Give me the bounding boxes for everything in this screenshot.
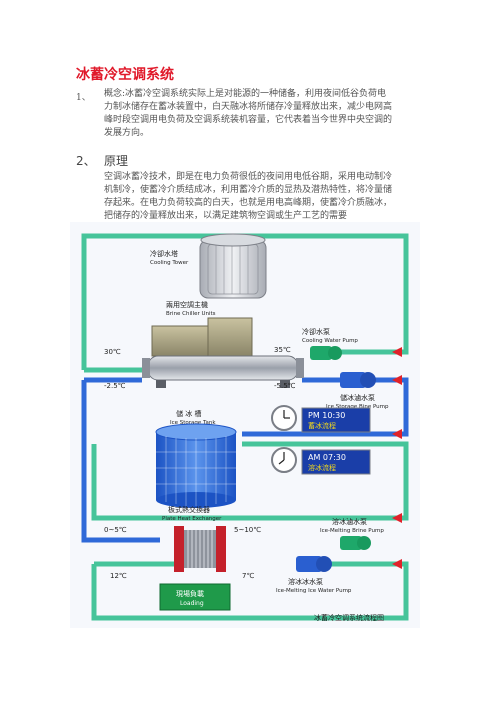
melt-water-pump-cn: 溶冰冰水泵	[288, 577, 323, 586]
temp-minus-2-5: -2.5℃	[104, 382, 126, 390]
para-line: 把储存的冷量释放出来，以满足建筑物空调或生产工艺的需要	[104, 211, 348, 221]
ice-melting-brine-pump	[340, 536, 371, 550]
para-line: 概念:冰蓄冷空调系统实际上是对能源的一种储备，利用夜间低谷负荷电	[104, 89, 387, 99]
para-line: 发展方向。	[104, 128, 150, 138]
temp-0-5: 0~5℃	[104, 526, 127, 534]
diagram-caption: 冰蓄冷空调系统流程图	[314, 613, 384, 622]
temp-35: 35℃	[274, 346, 291, 354]
flow-arrows	[392, 347, 402, 569]
doc-title: 冰蓄冷空调系统	[76, 67, 174, 83]
melt-brine-pump-cn: 溶冰滷水泵	[332, 517, 367, 526]
flow-arrow	[392, 347, 402, 357]
section-2-heading: 原理	[104, 154, 129, 168]
para-line: 机制冷，使蓄冷介质结成冰，利用蓄冷介质的显热及潜热特性，将冷量储	[104, 185, 393, 195]
ice-melting-water-pump	[296, 556, 332, 572]
tank-en: Ice Storage Tank	[170, 420, 216, 426]
chiller-unit	[142, 317, 304, 388]
cooling-tower-en: Cooling Tower	[150, 260, 189, 266]
section-2-paragraph: 空调冰蓄冷技术，即是在电力负荷很低的夜间用电低谷期，采用电动制冷 机制冷，使蓄冷…	[104, 171, 392, 223]
cw-pump-en: Cooling Water Pump	[302, 338, 358, 344]
ice-storage-brine-pump	[340, 372, 376, 388]
chiller-en: Brine Chiller Units	[166, 311, 216, 317]
clock-pm	[271, 405, 371, 433]
brine-pump-cn: 儲冰滷水泵	[340, 393, 375, 402]
loading-cn: 現場負載	[176, 589, 204, 598]
temp-5-10: 5~10℃	[234, 526, 261, 534]
para-line: 峰时段空调用电负荷及空调系统装机容量，它代表着当今世界中央空调的	[104, 115, 393, 125]
ice-storage-tank	[155, 423, 237, 508]
para-line: 存起来。在电力负荷较高的白天，也就是用电高峰期，使蓄冷介质融冰，	[104, 198, 393, 208]
cw-pump-cn: 冷卻水泵	[302, 327, 330, 336]
temp-30: 30℃	[104, 348, 121, 356]
plate-heat-exchanger	[174, 526, 226, 572]
flow-arrow	[392, 375, 402, 385]
flow-arrow	[392, 429, 402, 439]
flow-arrow	[392, 559, 402, 569]
cooling-tower	[199, 233, 267, 299]
hx-cn: 板式熱交換器	[168, 505, 210, 514]
loading-box	[159, 583, 231, 611]
para-line: 空调冰蓄冷技术，即是在电力负荷很低的夜间用电低谷期，采用电动制冷	[104, 172, 393, 182]
flow-arrow	[392, 513, 402, 523]
temp-minus-5-5: -5.5℃	[274, 382, 296, 390]
clock-pm-label: 蓄冰流程	[308, 421, 336, 430]
section-1-number: 1、	[76, 93, 91, 103]
section-2-number: 2、	[76, 154, 96, 168]
temp-7: 7℃	[242, 572, 254, 580]
temp-12: 12℃	[110, 572, 127, 580]
chiller-cn: 兩用空調主機	[166, 300, 208, 309]
brine-pump-en: Ice Storage Bine Pump	[326, 404, 389, 410]
clock-am-label: 溶冰流程	[308, 463, 336, 472]
cooling-water-loop	[81, 233, 409, 373]
cooling-water-pump	[310, 346, 342, 360]
section-1-paragraph: 概念:冰蓄冷空调系统实际上是对能源的一种储备，利用夜间低谷负荷电 力制冰储存在蓄…	[104, 88, 392, 140]
clock-am	[271, 447, 371, 475]
melt-brine-pump-en: Ice-Melting Brine Pump	[320, 528, 384, 534]
hx-en: Plate Heat Exchanger	[162, 516, 222, 522]
tank-cn: 儲 冰 槽	[176, 409, 201, 418]
clock-am-time: AM 07:30	[308, 453, 346, 462]
cooling-tower-cn: 冷卻水塔	[150, 249, 178, 258]
clock-pm-time: PM 10:30	[308, 411, 345, 420]
ice-storage-flow-diagram: 冷卻水塔 Cooling Tower 兩用空調主機 Brine Chiller …	[70, 222, 420, 628]
para-line: 力制冰储存在蓄冰装置中，白天融冰将所储存冷量释放出来，减少电网高	[104, 102, 393, 112]
melt-water-pump-en: Ice-Melting Ice Water Pump	[276, 588, 352, 594]
loading-en: Loading	[180, 600, 204, 607]
